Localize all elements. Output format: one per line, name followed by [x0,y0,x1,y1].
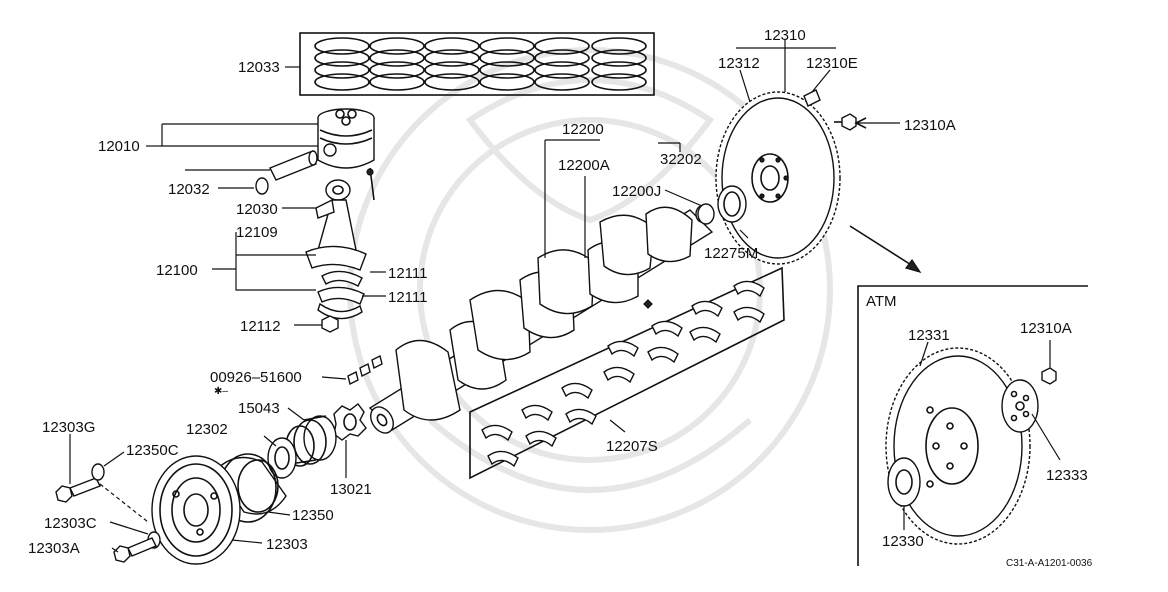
label-12303c: 12303C [44,515,97,532]
label-12109: 12109 [236,224,278,241]
ring-stack-5 [534,37,590,91]
flywheel [715,40,841,265]
atm-adapter-plate [887,457,921,530]
ring-stack-6 [591,37,647,91]
main-bearing-set [469,266,785,480]
crank-pulley [151,455,263,565]
label-12302: 12302 [186,421,228,438]
label-12310e: 12310E [806,55,858,72]
piston-ring-set [285,32,655,96]
label-12275m: 12275M [704,245,758,262]
label-12310a: 12310A [904,117,956,134]
label-12200j: 12200J [612,183,661,200]
label-12303: 12303 [266,536,308,553]
label-12111-upper: 12111 [388,265,428,282]
conrod-bearing [317,270,386,320]
label-12032: 12032 [168,181,210,198]
label-15043: 15043 [238,400,280,417]
connecting-rod [282,167,375,271]
label-12033: 12033 [238,59,280,76]
piston-pin [185,150,318,181]
ring-stack-4 [479,37,535,91]
label-12303a: 12303A [28,540,80,557]
label-13021: 13021 [330,481,372,498]
label-12303g: 12303G [42,419,95,436]
part-labels: 12033 12010 12032 12030 12109 12100 1211… [28,27,1093,569]
ring-stack-1 [314,37,370,91]
conrod-assembly-bracket [212,232,316,291]
label-00926-51600: 00926–51600 [210,369,302,386]
label-12331: 12331 [908,327,950,344]
atm-bolt [1041,340,1057,385]
flywheel-dowel [803,89,821,107]
flywheel-bolt [834,113,900,131]
snap-ring [218,177,269,195]
oil-seal [263,435,297,479]
label-12207s: 12207S [606,438,658,455]
label-12330: 12330 [882,533,924,550]
label-12200a: 12200A [558,157,610,174]
atm-drive-plate [885,347,1031,545]
label-12350c: 12350C [126,442,179,459]
woodruff-keys [321,354,383,386]
atm-reinforcement-plate [1001,379,1061,461]
label-12200: 12200 [562,121,604,138]
label-atm: ATM [866,293,897,310]
label-12310: 12310 [764,27,806,44]
conrod-nut [294,315,339,333]
label-12333: 12333 [1046,467,1088,484]
label-star-note: ✱– [214,386,228,397]
atm-box [857,285,1088,566]
label-12112: 12112 [240,318,281,335]
pulley-balancer [215,453,291,523]
diagram-code: C31-A-A1201-0036 [1006,558,1093,569]
label-12310a-atm: 12310A [1020,320,1072,337]
label-12100: 12100 [156,262,198,279]
piston [146,108,375,169]
pulley-bolts [55,434,161,563]
label-12010: 12010 [98,138,140,155]
label-12350: 12350 [292,507,334,524]
ring-stack-3 [424,37,480,91]
ring-stack-2 [369,37,425,91]
bearing-shells [481,280,765,468]
label-12030: 12030 [236,201,278,218]
crankshaft [368,203,715,434]
atm-arrow [849,225,922,274]
label-12111-lower: 12111 [388,289,428,306]
crankshaft-leaders [544,139,703,258]
sprocket [333,403,367,478]
label-32202: 32202 [660,151,702,168]
label-12312: 12312 [718,55,760,72]
